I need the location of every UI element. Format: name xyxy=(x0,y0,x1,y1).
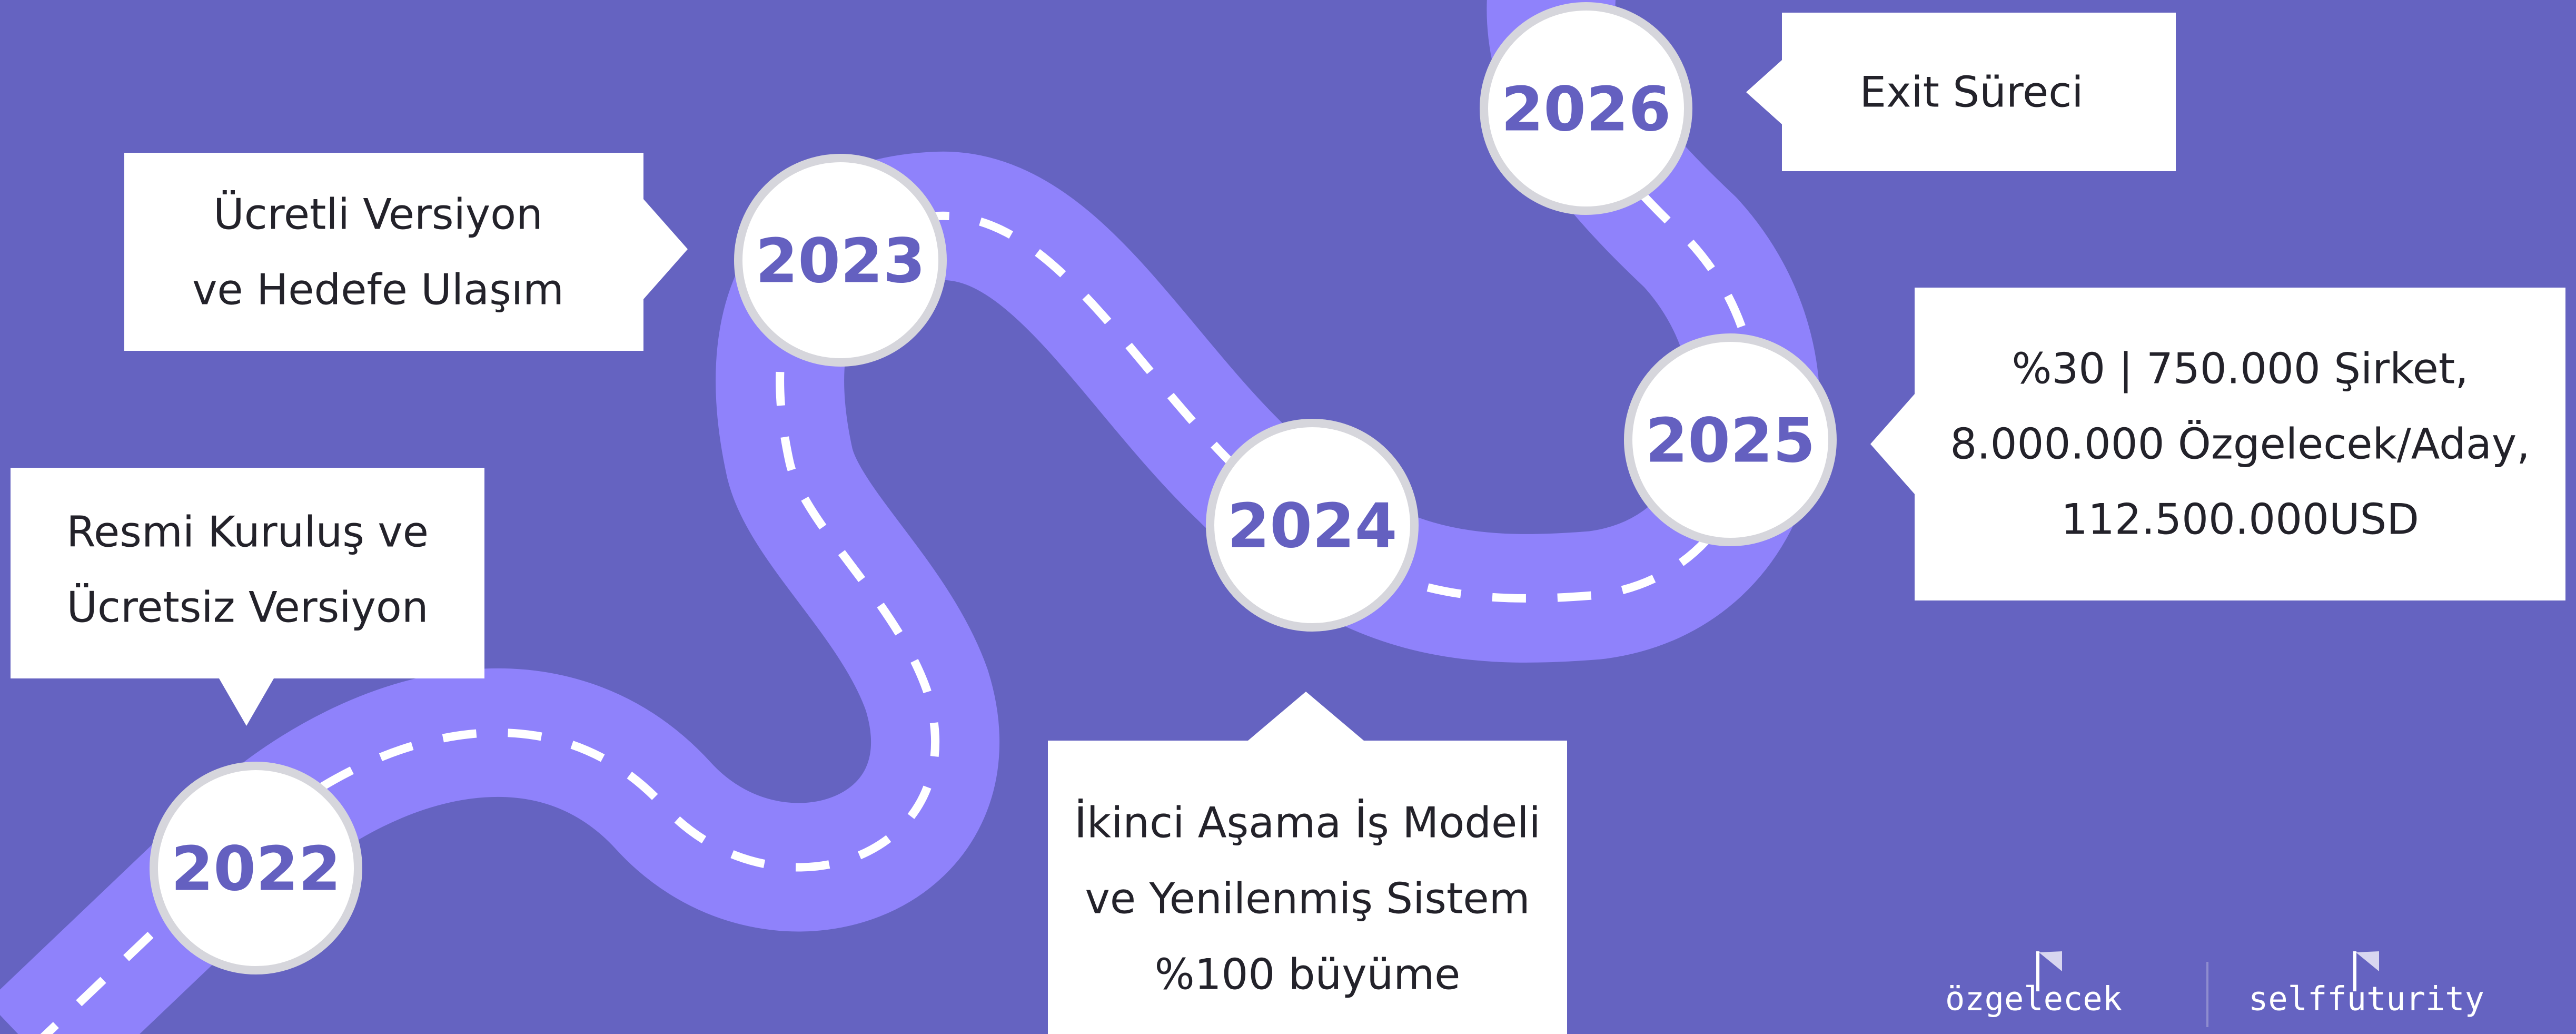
year-marker-2025: 2025 xyxy=(1624,333,1837,546)
callout-2025-line-1: %30 | 750.000 Şirket, xyxy=(2012,344,2468,394)
callout-2024-line-1: İkinci Aşama İş Modeli xyxy=(1074,799,1540,848)
selffuturity-logo-text: selffuturity xyxy=(2248,980,2484,1018)
year-label-2024: 2024 xyxy=(1227,491,1398,562)
milestone-callout-2024: İkinci Aşama İş Modeli ve Yenilenmiş Sis… xyxy=(1048,692,1567,1034)
year-label-2023: 2023 xyxy=(756,226,926,297)
callout-2025-line-3: 112.500.000USD xyxy=(2061,495,2419,544)
callout-2023-line-2: ve Hedefe Ulaşım xyxy=(192,265,564,314)
milestone-callout-2025: %30 | 750.000 Şirket, 8.000.000 Özgelece… xyxy=(1870,288,2565,600)
callout-2022-line-1: Resmi Kuruluş ve xyxy=(66,508,429,557)
year-marker-2024: 2024 xyxy=(1206,419,1419,632)
selffuturity-logo: selffuturity xyxy=(2248,951,2484,1018)
year-marker-2023: 2023 xyxy=(734,154,947,367)
callout-2023-line-1: Ücretli Versiyon xyxy=(213,190,543,239)
year-label-2026: 2026 xyxy=(1501,74,1671,145)
year-label-2025: 2025 xyxy=(1646,406,1816,477)
callout-2025-line-2: 8.000.000 Özgelecek/Aday, xyxy=(1950,420,2530,469)
milestone-callout-2026: Exit Süreci xyxy=(1746,13,2176,171)
milestone-callout-2022: Resmi Kuruluş ve Ücretsiz Versiyon xyxy=(11,468,484,726)
year-label-2022: 2022 xyxy=(171,834,341,905)
year-marker-2022: 2022 xyxy=(150,762,362,974)
year-marker-2026: 2026 xyxy=(1480,2,1692,215)
milestone-callout-2023: Ücretli Versiyon ve Hedefe Ulaşım xyxy=(124,153,688,351)
ozgelecek-logo: özgelecek xyxy=(1945,951,2122,1018)
callout-2022-line-2: Ücretsiz Versiyon xyxy=(66,583,428,632)
ozgelecek-logo-text: özgelecek xyxy=(1945,980,2122,1018)
callout-2024-line-3: %100 büyüme xyxy=(1155,950,1461,999)
callout-2024-line-2: ve Yenilenmiş Sistem xyxy=(1085,874,1530,923)
callout-2026-line-1: Exit Süreci xyxy=(1860,68,2084,117)
